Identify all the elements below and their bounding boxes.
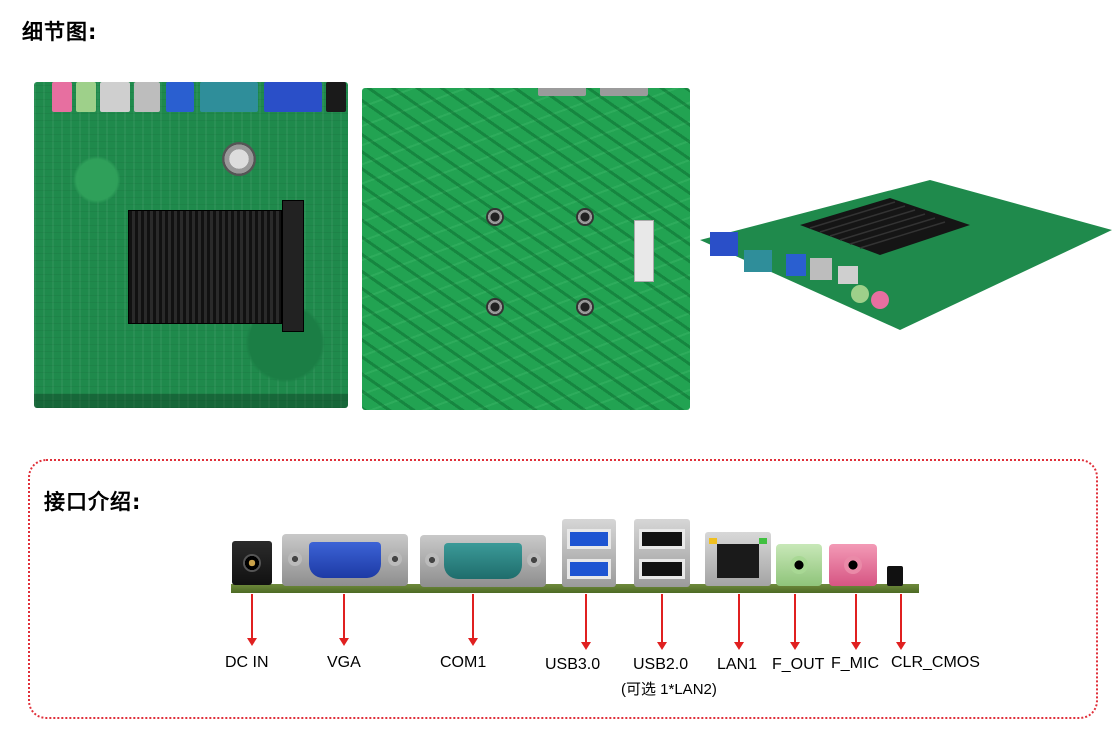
lan-led xyxy=(709,538,717,544)
screw xyxy=(486,208,504,226)
cpu-heatsink xyxy=(128,210,282,324)
ports-title: 接口介绍: xyxy=(44,490,142,514)
board-bottom-view-photo xyxy=(362,88,690,410)
dc-jack xyxy=(326,82,346,112)
com-connector xyxy=(200,82,258,112)
lan-jack xyxy=(100,82,130,112)
port-pcb-edge xyxy=(231,584,919,593)
usb2-jack xyxy=(134,82,160,112)
hex-nut xyxy=(425,553,439,567)
label-usb3: USB3.0 xyxy=(545,656,601,673)
bottom-headers xyxy=(34,394,348,408)
screw xyxy=(576,298,594,316)
dc-in-port xyxy=(232,541,272,585)
label-dc-in: DC IN xyxy=(225,654,269,671)
lan-led xyxy=(759,538,767,544)
f-out-port xyxy=(776,544,822,586)
arrow-vga xyxy=(339,594,349,646)
hex-nut xyxy=(288,552,302,566)
screw xyxy=(486,298,504,316)
clr-cmos-jumper xyxy=(887,566,903,586)
lan1-port xyxy=(705,532,771,586)
vga-port xyxy=(282,534,408,586)
label-vga: VGA xyxy=(327,654,361,671)
usb2-port xyxy=(634,519,690,587)
so-dimm-slot xyxy=(282,200,304,332)
label-f-out: F_OUT xyxy=(772,656,825,673)
audio-jack-green xyxy=(76,82,96,112)
cmos-battery xyxy=(222,142,256,176)
label-usb2: USB2.0 xyxy=(633,656,689,673)
lan1-port-inner xyxy=(717,544,759,578)
vga-connector-back xyxy=(600,88,648,96)
arrow-usb3 xyxy=(581,594,591,650)
usb3-slot xyxy=(567,559,611,579)
label-usb2-note: (可选 1*LAN2) xyxy=(621,681,717,698)
f-mic-port xyxy=(829,544,877,586)
arrow-lan1 xyxy=(734,594,744,650)
detail-title: 细节图: xyxy=(22,20,98,44)
label-com1: COM1 xyxy=(440,654,487,671)
arrow-dc-in xyxy=(247,594,257,646)
label-lan1: LAN1 xyxy=(717,656,758,673)
usb3-port xyxy=(562,519,616,587)
ports-box xyxy=(28,459,1098,719)
arrow-com1 xyxy=(468,594,478,646)
com1-port xyxy=(420,535,546,587)
com-connector-back xyxy=(538,88,586,96)
hex-nut xyxy=(527,553,541,567)
vga-port-inner xyxy=(309,542,381,578)
arrow-usb2 xyxy=(657,594,667,650)
board-top-view-photo xyxy=(34,82,348,408)
board-angled-view-photo xyxy=(700,180,1112,330)
screw xyxy=(576,208,594,226)
usb3-jack xyxy=(166,82,194,112)
usb2-slot xyxy=(639,559,685,579)
usb2-slot xyxy=(639,529,685,549)
hex-nut xyxy=(388,552,402,566)
label-clr-cmos: CLR_CMOS xyxy=(891,654,980,671)
audio-jack-pink xyxy=(52,82,72,112)
arrow-f-out xyxy=(790,594,800,650)
arrow-f-mic xyxy=(851,594,861,650)
serial-sticker xyxy=(634,220,654,282)
vga-connector xyxy=(264,82,322,112)
label-f-mic: F_MIC xyxy=(831,655,879,672)
com1-port-inner xyxy=(444,543,522,579)
arrow-clr-cmos xyxy=(896,594,906,650)
usb3-slot xyxy=(567,529,611,549)
